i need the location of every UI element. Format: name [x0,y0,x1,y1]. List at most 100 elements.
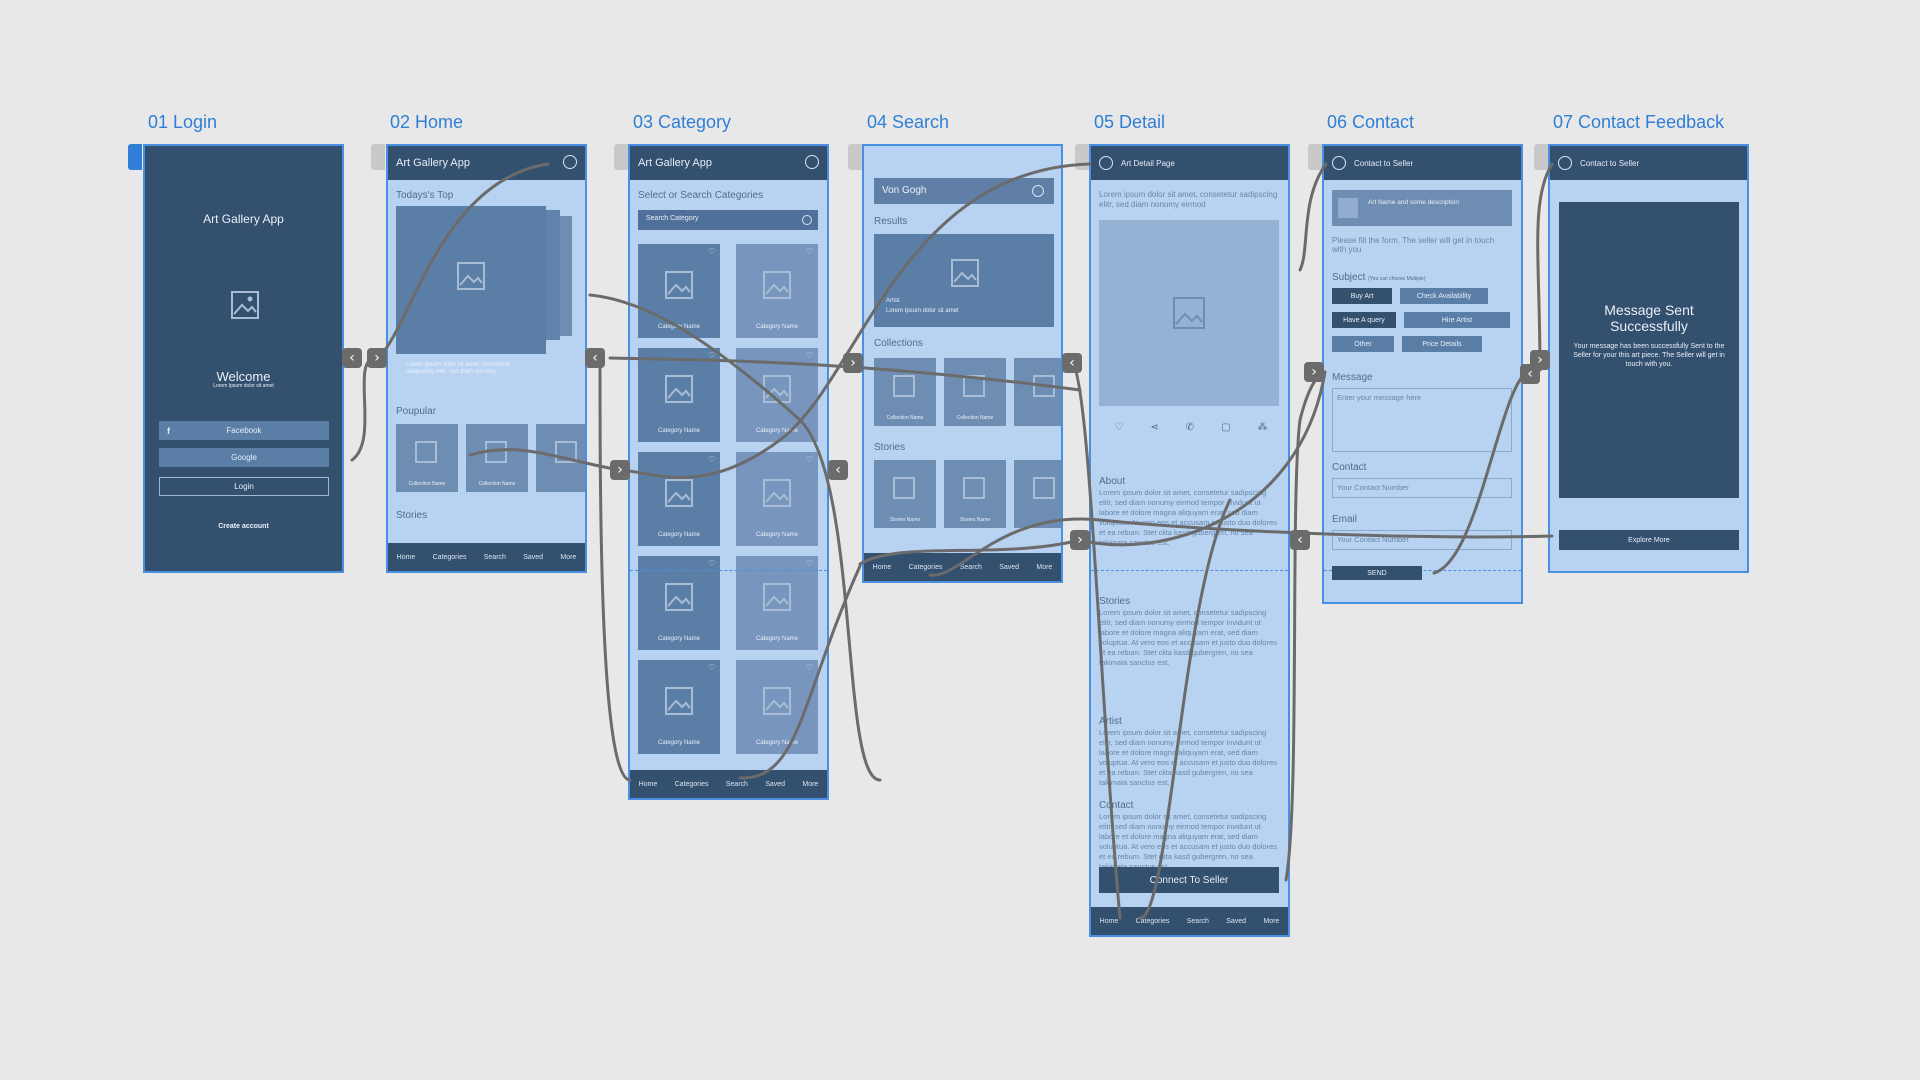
email-input[interactable]: Your Contact Number [1332,530,1512,550]
chevron-left-icon[interactable]: ‹ [342,348,362,368]
artboard-handle[interactable] [128,144,142,170]
message-textarea[interactable]: Enter your message here [1332,388,1512,452]
connect-to-seller-button[interactable]: Connect To Seller [1099,867,1279,893]
create-account-link[interactable]: Create account [218,523,269,530]
collection-card[interactable] [1014,358,1061,426]
artboard-login[interactable]: Art Gallery App Welcome Lorem Ipsum dolo… [143,144,344,573]
heart-icon[interactable]: ♡ [707,663,715,672]
category-card[interactable]: ♡Category Name [638,660,720,754]
phone-icon[interactable]: ✆ [1185,422,1195,433]
category-card[interactable]: ♡Category Name [638,452,720,546]
category-card[interactable]: ♡Category Name [736,660,818,754]
nav-search[interactable]: Search [483,553,506,561]
heart-icon[interactable]: ♡ [707,559,715,568]
collection-card[interactable]: Collection Name [466,424,528,492]
category-card[interactable]: ♡Category Name [638,348,720,442]
heart-icon[interactable]: ♡ [805,663,813,672]
nav-search[interactable]: Search [1186,917,1209,925]
chevron-left-icon[interactable]: ‹ [828,460,848,480]
back-icon[interactable] [1099,156,1113,170]
nav-home[interactable]: Home [872,563,892,571]
chevron-left-icon[interactable]: ‹ [1290,530,1310,550]
heart-icon[interactable]: ♡ [805,247,813,256]
collection-card[interactable]: Collection Name [396,424,458,492]
chevron-right-icon[interactable]: › [610,460,630,480]
profile-icon[interactable] [563,155,577,169]
nav-saved[interactable]: Saved [999,563,1020,571]
artboard-handle[interactable] [1308,144,1322,170]
heart-icon[interactable]: ♡ [707,455,715,464]
nav-search[interactable]: Search [959,563,982,571]
chevron-right-icon[interactable]: › [1304,362,1324,382]
profile-icon[interactable] [805,155,819,169]
search-icon[interactable] [1032,185,1044,197]
nav-more[interactable]: More [1263,917,1280,925]
login-button[interactable]: Login [159,477,329,496]
artboard-handle[interactable] [1534,144,1548,170]
chevron-left-icon[interactable]: ‹ [585,348,605,368]
contact-number-input[interactable]: Your Contact Number [1332,478,1512,498]
chip-price-details[interactable]: Price Details [1402,336,1482,352]
chevron-right-icon[interactable]: › [1070,530,1090,550]
heart-icon[interactable]: ♡ [707,351,715,360]
chip-have-a-query[interactable]: Have A query [1332,312,1396,328]
nav-home[interactable]: Home [1099,917,1119,925]
network-icon[interactable]: ⁂ [1257,422,1268,433]
chevron-left-icon[interactable]: ‹ [1520,364,1540,384]
heart-icon[interactable]: ♡ [707,247,715,256]
art-image[interactable] [1099,220,1279,406]
search-input[interactable]: Von Gogh [874,178,1054,204]
like-icon[interactable]: ♡ [1114,422,1124,433]
artboard-category[interactable]: Art Gallery App Select or Search Categor… [628,144,829,800]
heart-icon[interactable]: ♡ [805,351,813,360]
back-icon[interactable] [1558,156,1572,170]
google-button[interactable]: Google [159,448,329,467]
explore-more-button[interactable]: Explore More [1559,530,1739,550]
search-icon[interactable] [802,215,812,225]
artboard-search[interactable]: Von Gogh Results Artist Lorem Ipsum dolo… [862,144,1063,583]
category-card[interactable]: ♡Category Name [736,556,818,650]
nav-categories[interactable]: Categories [908,563,943,571]
nav-home[interactable]: Home [638,780,658,788]
story-card[interactable] [1014,460,1061,528]
nav-more[interactable]: More [1036,563,1053,571]
chip-buy-art[interactable]: Buy Art [1332,288,1392,304]
nav-categories[interactable]: Categories [432,553,467,561]
chevron-left-icon[interactable]: ‹ [1062,353,1082,373]
nav-search[interactable]: Search [725,780,748,788]
search-category-input[interactable]: Search Category [638,210,818,230]
category-card[interactable]: ♡Category Name [638,556,720,650]
nav-saved[interactable]: Saved [1226,917,1247,925]
collection-card[interactable]: Collection Name [944,358,1006,426]
nav-more[interactable]: More [560,553,577,561]
story-card[interactable]: Stories Name [944,460,1006,528]
bag-icon[interactable]: ▢ [1221,422,1231,433]
chevron-right-icon[interactable]: › [367,348,387,368]
story-card[interactable]: Stories Name [874,460,936,528]
artboard-handle[interactable] [614,144,628,170]
artboard-handle[interactable] [848,144,862,170]
artboard-handle[interactable] [371,144,385,170]
chip-other[interactable]: Other [1332,336,1394,352]
send-button[interactable]: SEND [1332,566,1422,580]
heart-icon[interactable]: ♡ [805,559,813,568]
nav-categories[interactable]: Categories [674,780,709,788]
category-card[interactable]: ♡Category Name [736,452,818,546]
artboard-detail[interactable]: Art Detail Page Lorem ipsum dolor sit am… [1089,144,1290,937]
heart-icon[interactable]: ♡ [805,455,813,464]
nav-saved[interactable]: Saved [523,553,544,561]
result-card[interactable]: Artist Lorem Ipsum dolor sit amet [874,234,1054,327]
artboard-feedback[interactable]: Contact to Seller Message Sent Successfu… [1548,144,1749,573]
category-card[interactable]: ♡Category Name [736,244,818,338]
share-icon[interactable]: ⋖ [1150,422,1159,433]
nav-saved[interactable]: Saved [765,780,786,788]
nav-home[interactable]: Home [396,553,416,561]
artboard-contact[interactable]: Contact to Seller Art Name and some desc… [1322,144,1523,604]
facebook-button[interactable]: f Facebook [159,421,329,440]
chevron-right-icon[interactable]: › [843,353,863,373]
nav-categories[interactable]: Categories [1135,917,1170,925]
chip-hire-artist[interactable]: Hire Artist [1404,312,1510,328]
back-icon[interactable] [1332,156,1346,170]
nav-more[interactable]: More [802,780,819,788]
chip-check-availability[interactable]: Check Availability [1400,288,1488,304]
